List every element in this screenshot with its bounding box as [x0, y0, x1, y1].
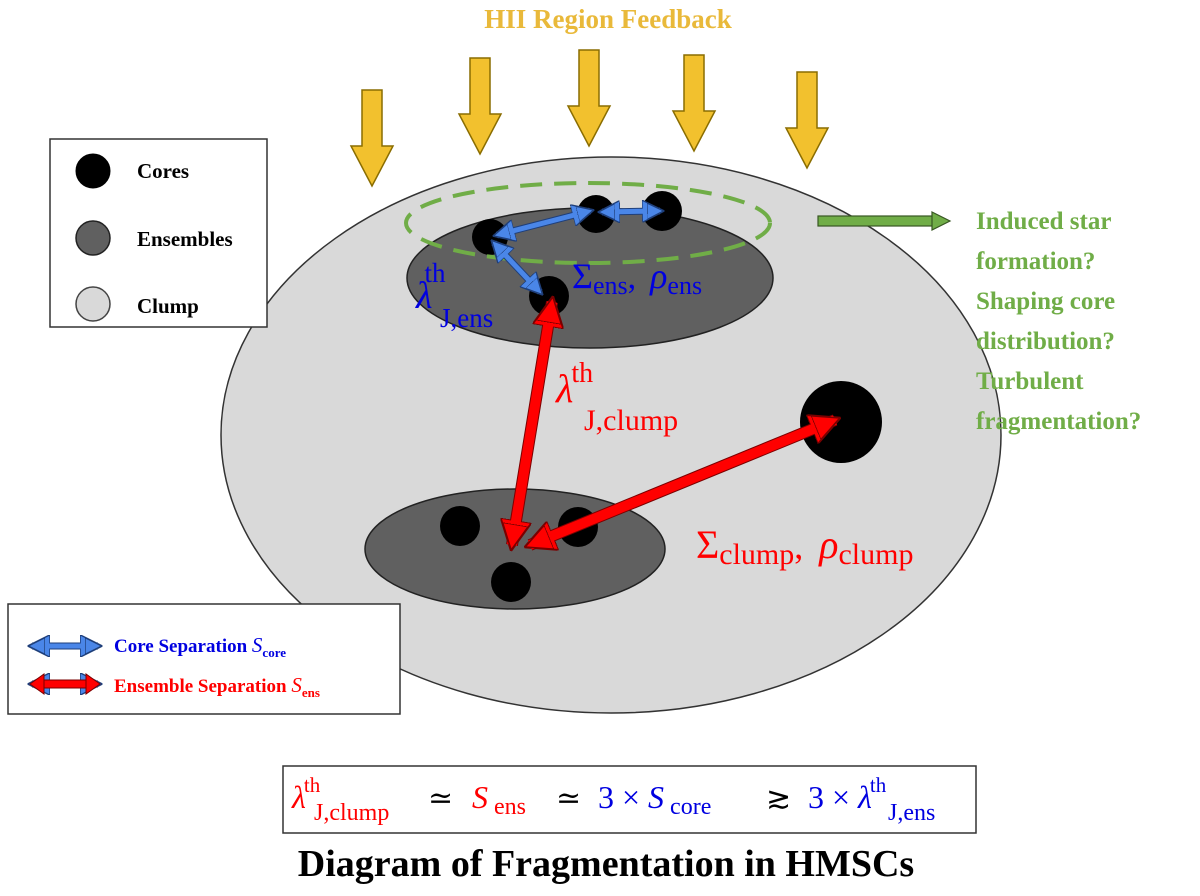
green-annotation: Induced star formation? Shaping core dis…: [976, 208, 1141, 435]
core-separation-arrow: [602, 211, 660, 212]
core: [440, 506, 480, 546]
legend-clump-label: Clump: [137, 294, 199, 318]
core: [491, 562, 531, 602]
green-arrow: [817, 211, 952, 231]
legend-ensemble-separation-label: Ensemble Separation Sens: [114, 673, 320, 700]
legend-objects: Cores Ensembles Clump: [49, 138, 268, 328]
annotation-line: formation?: [976, 248, 1095, 275]
legend-ensembles-swatch: [75, 220, 111, 256]
annotation-line: Induced star: [976, 208, 1111, 235]
feedback-arrow: [784, 71, 830, 170]
annotation-line: distribution?: [976, 328, 1115, 355]
diagram-caption: Diagram of Fragmentation in HMSCs: [298, 843, 914, 885]
feedback-arrow: [349, 89, 395, 188]
legend-core-separation-label: Core Separation Score: [114, 633, 286, 660]
svg-text:λthJ,clump≃Sens≃3 × Score≳3 ×: λthJ,clump≃Sens≃3 × Score≳3 × λthJ,ens: [291, 773, 935, 826]
legend-cores-label: Cores: [137, 159, 189, 183]
feedback-arrows: [349, 49, 830, 188]
core-separation-arrow: [497, 211, 590, 235]
feedback-zone-dashed: [404, 181, 772, 265]
legend-ensemble-arrow-red: [29, 673, 101, 695]
annotation-line: Turbulent: [976, 368, 1084, 395]
ensemble-separation-arrow: [530, 420, 835, 545]
legend-ensembles-label: Ensembles: [137, 227, 233, 251]
annotation-line: Shaping core: [976, 288, 1115, 315]
sigma-ens-label: Σens,ρens: [572, 256, 702, 300]
feedback-arrow: [566, 49, 612, 148]
feedback-arrow: [457, 57, 503, 156]
core-large: [800, 381, 882, 463]
annotation-line: fragmentation?: [976, 408, 1141, 435]
header-title: HII Region Feedback: [484, 4, 732, 34]
core-separation-arrow: [494, 243, 540, 292]
feedback-arrow: [671, 54, 717, 153]
legend-cores-swatch: [75, 153, 111, 189]
legend-clump-swatch: [75, 286, 111, 322]
sigma-clump-label: Σclump,ρclump: [696, 522, 913, 571]
legend-separations: Core Separation Score Ensemble Separatio…: [7, 603, 401, 715]
